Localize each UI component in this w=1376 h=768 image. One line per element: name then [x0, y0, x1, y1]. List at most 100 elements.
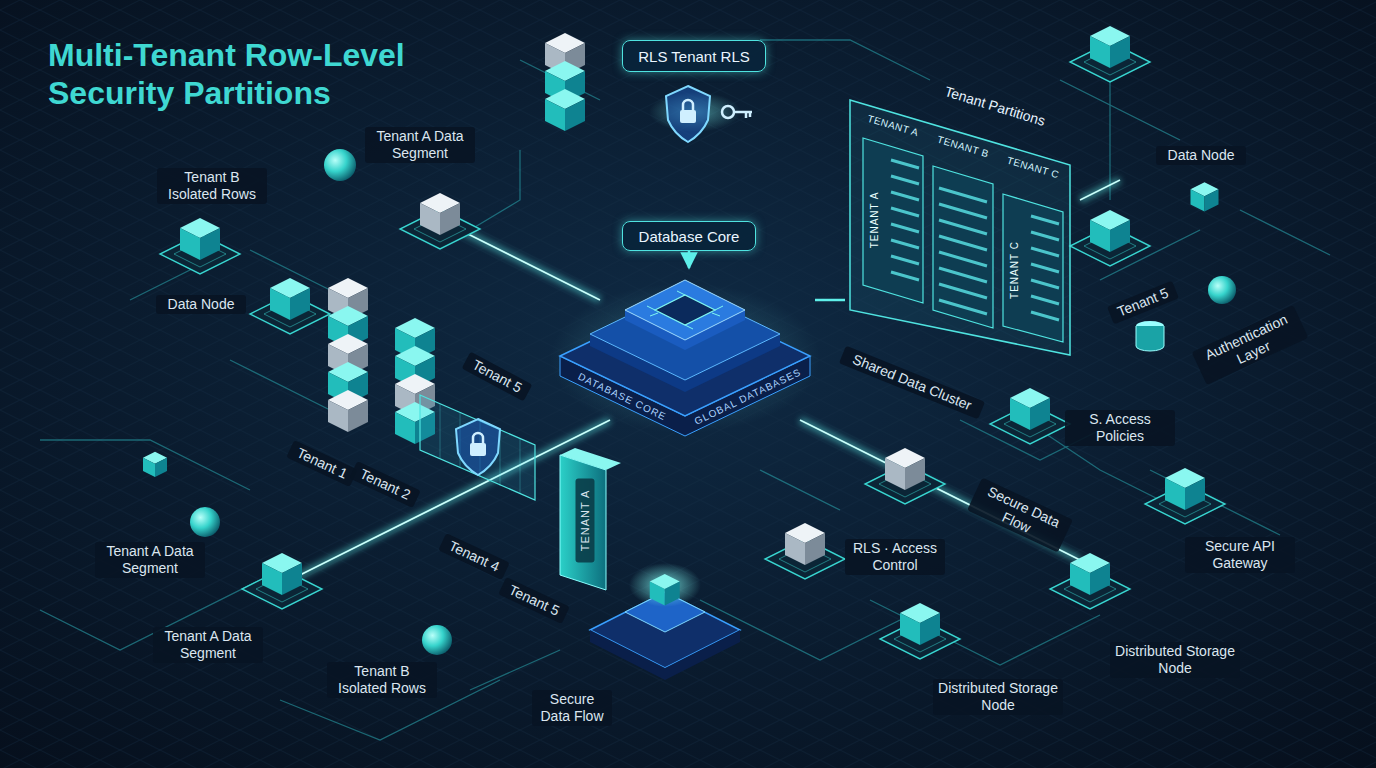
text-label: Tenant 5 [462, 351, 533, 401]
data-node-icon [270, 278, 310, 320]
orb-icon [190, 149, 1236, 655]
shape-text: Tenant Partitions [926, 79, 1064, 133]
orb-icon [1208, 276, 1236, 304]
partition-panel-outline [1031, 216, 1059, 320]
platform-outline [655, 295, 715, 325]
connector [688, 251, 691, 268]
shield-panel [420, 395, 535, 500]
text-label: Distributed Storage Node [1110, 642, 1240, 678]
lock-icon [722, 106, 734, 118]
text-label: Data Node [1156, 146, 1246, 165]
text-label: TENANT A [576, 478, 595, 562]
circuit-trace [760, 470, 840, 510]
shield-panel [440, 404, 520, 494]
text-label: RLS · Access Control [845, 539, 945, 575]
partition-panel-outline [1003, 194, 1063, 342]
lock-icon [649, 86, 752, 142]
text-label: Distributed Storage Node [933, 679, 1063, 715]
text-label: Tenant 2 [349, 461, 420, 508]
circuit-trace [870, 600, 1100, 665]
platform [629, 563, 701, 607]
platform [590, 563, 740, 680]
partition-panel-outline [863, 138, 923, 303]
orb-icon [324, 149, 356, 181]
text-label: Tenant 4 [438, 533, 509, 580]
data-beam [1080, 180, 1120, 200]
lock-icon [666, 86, 710, 142]
text-label: Authentication Layer [1192, 305, 1309, 385]
text-label: Data Node [156, 295, 246, 314]
circuit-trace [1060, 80, 1180, 140]
text-label: Secure Data Flow [967, 478, 1073, 553]
text-label: Tenant A Data Segment [153, 627, 263, 663]
data-node-icon [1090, 26, 1130, 68]
circuit-trace [230, 360, 330, 410]
database-icon [1136, 321, 1164, 351]
text-label: Tenant 5 [1107, 280, 1179, 324]
rls-label-box: RLS Tenant RLS [622, 40, 766, 72]
data-node-icon [885, 448, 925, 490]
data-node-icon [545, 89, 585, 131]
server-tower [560, 455, 606, 590]
platform-outline [647, 291, 723, 329]
shield-panel [456, 419, 500, 475]
data-node-icon [1165, 468, 1205, 510]
text-label: Secure Data Flow [532, 690, 612, 726]
data-node-icon [420, 193, 460, 235]
platform-outline [625, 280, 745, 340]
text-label: Tenant A Data Segment [95, 542, 205, 578]
text-label: Tenant 5 [498, 577, 569, 624]
circuit-trace [470, 650, 560, 690]
data-node-icon [180, 218, 220, 260]
database-icon [1136, 326, 1164, 351]
data-node-icon [900, 603, 940, 645]
text-label: Tenant B Isolated Rows [157, 168, 267, 204]
text-label: Secure API Gateway [1185, 537, 1295, 573]
text-label: S. Access Policies [1065, 410, 1175, 446]
platform-outline [550, 283, 820, 433]
text-label: Shared Data Cluster [839, 345, 985, 419]
box-label: Database Core [639, 228, 740, 245]
circuit-trace [1109, 70, 1110, 200]
partition-panel-outline [939, 188, 987, 314]
core-label-box: Database Core [622, 221, 756, 251]
data-node-icon [1191, 182, 1219, 211]
text-label: Tenant A Data Segment [365, 127, 475, 163]
data-node-icon [328, 390, 368, 432]
orb-icon [190, 507, 220, 537]
circuit-trace [1240, 210, 1330, 255]
lock-icon [734, 112, 752, 118]
platform-outline [555, 268, 815, 443]
shape-text: TENANT C [1008, 235, 1022, 305]
shield-panel [420, 395, 535, 500]
data-node-icon [143, 26, 1225, 659]
tenant-partitions-panel: Tenant PartitionsTENANT ATENANT BTENANT … [845, 80, 1075, 360]
data-node-icon [143, 452, 167, 477]
database-core-platform: DATABASE COREGLOBAL DATABASES [555, 268, 815, 443]
data-node-icon [1010, 388, 1050, 430]
text-label: Tenant B Isolated Rows [327, 662, 437, 698]
data-beam [1080, 180, 1120, 200]
data-node-icon [262, 553, 302, 595]
data-node-icon [785, 523, 825, 565]
diagram-title: Multi-Tenant Row-Level Security Partitio… [48, 36, 488, 112]
circuit-trace [470, 150, 520, 230]
text-label: Tenant 1 [286, 440, 357, 487]
circuit-trace [760, 40, 930, 80]
partition-panel-outline [933, 166, 993, 328]
platform [650, 574, 680, 606]
connector [815, 299, 845, 302]
data-node-icon [1090, 210, 1130, 252]
orb-icon [422, 625, 452, 655]
server-tower [560, 448, 621, 470]
platform [590, 630, 740, 680]
partition-panel-outline [891, 160, 919, 280]
circuit-trace [40, 40, 1330, 740]
data-node-icon [1070, 553, 1110, 595]
partition-panel-outline [850, 100, 1070, 355]
box-label: RLS Tenant RLS [638, 48, 749, 65]
